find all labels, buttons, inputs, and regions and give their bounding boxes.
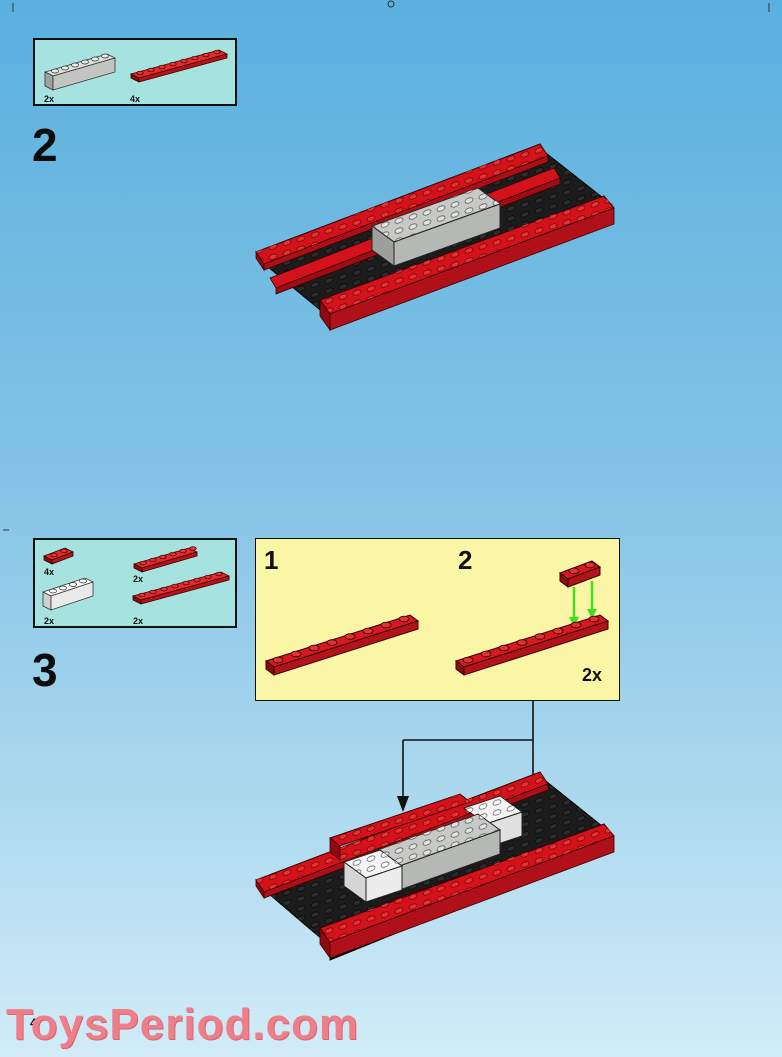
step3-parts-list: 4x 2x 2x 2x (33, 538, 237, 628)
part-qty: 2x (44, 94, 55, 104)
subassembly-qty: 2x (582, 665, 603, 685)
part-gray-brick-1x6-icon (43, 53, 117, 91)
substep2-plate-with-1x2-icon (454, 560, 610, 676)
step-number: 3 (32, 644, 58, 696)
step-number: 2 (32, 119, 58, 171)
part-red-plate-1x2-icon (43, 547, 74, 565)
part-qty: 2x (133, 616, 144, 626)
part-qty: 2x (133, 574, 144, 584)
step2-parts-list: 2x 4x (33, 38, 237, 106)
substep-number: 1 (264, 545, 279, 575)
watermark-text: ToysPeriod.com (6, 1000, 360, 1049)
part-red-plate-1x8-icon (131, 571, 231, 605)
subassembly-callout: 1 2 2x (255, 538, 620, 701)
part-white-brick-1x4-icon (41, 577, 95, 611)
part-red-plate-1x6-icon (132, 546, 199, 573)
substep1-red-plate-icon (264, 614, 420, 676)
part-qty: 2x (44, 616, 55, 626)
substep-number: 2 (458, 545, 473, 575)
page-number: 4 (30, 1016, 37, 1030)
part-qty: 4x (44, 567, 55, 577)
part-qty: 4x (130, 94, 141, 104)
part-red-plate-1x8-icon (129, 49, 229, 83)
